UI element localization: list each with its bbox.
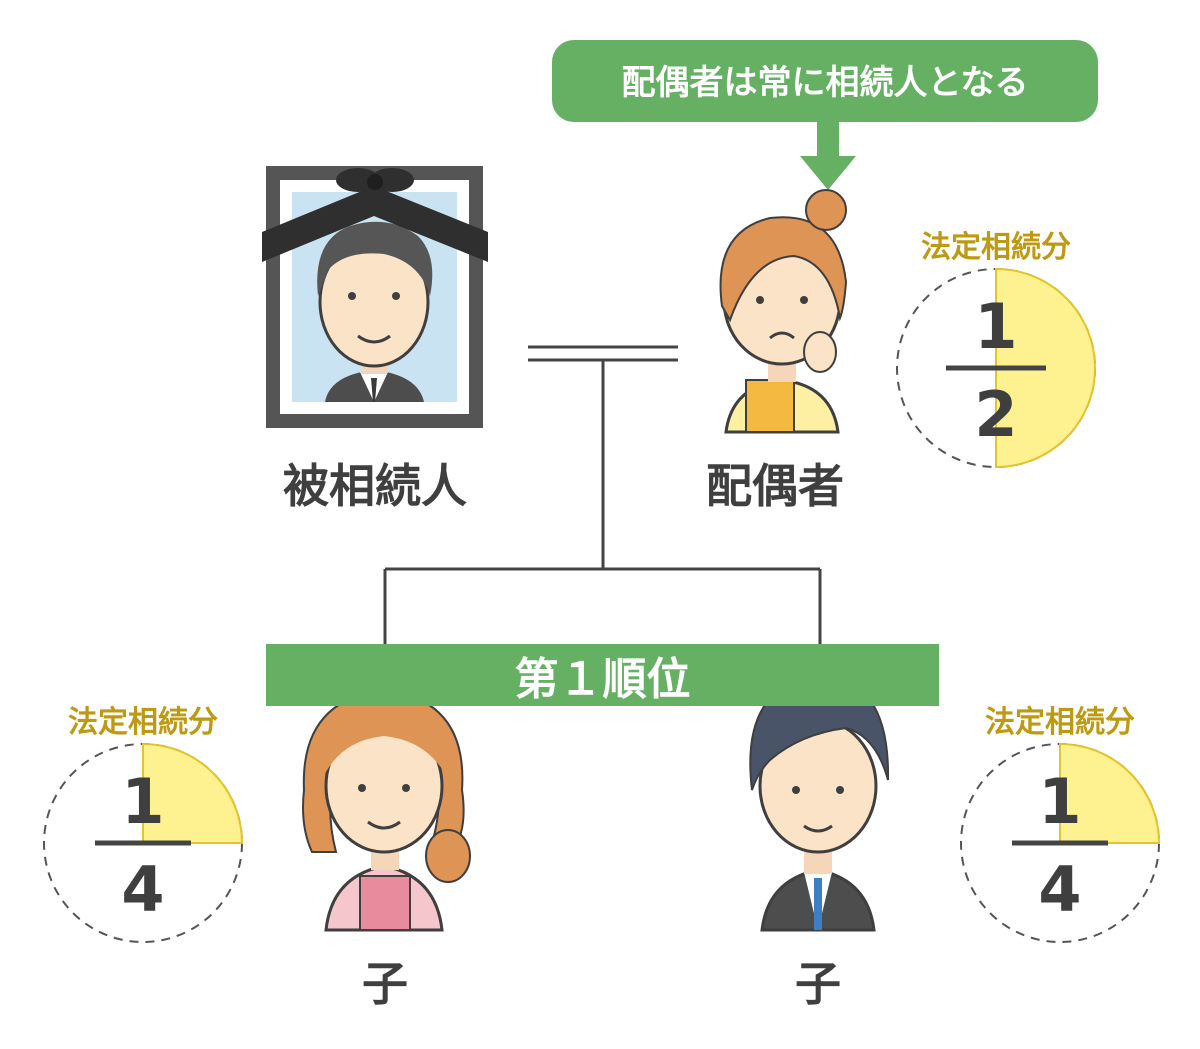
deceased-label: 被相続人 [283,459,467,513]
callout-bubble [552,40,1098,190]
share-numerator-child-left: 1 [121,765,165,838]
child-left-label: 子 [362,957,408,1011]
share-circle-spouse [896,267,1096,469]
share-circle-child-right [960,742,1161,943]
share-wedge-child-left [142,742,244,844]
share-circle-child-left [43,742,244,943]
share-denominator-child-left: 4 [121,853,165,926]
share-denominator-spouse: 2 [974,378,1018,451]
child-right-label: 子 [795,957,841,1011]
share-denominator-child-right: 4 [1038,853,1082,926]
share-title-spouse: 法定相続分 [921,230,1071,265]
callout-text: 配偶者は常に相続人となる [621,63,1029,103]
rank-banner: 第１順位 [266,644,939,706]
share-title-child-left: 法定相続分 [68,705,218,740]
share-numerator-child-right: 1 [1038,765,1082,838]
rank-banner-text: 第１順位 [514,654,691,705]
deceased-portrait [262,166,488,428]
child-left-illustration [302,688,471,932]
spouse-label: 配偶者 [706,459,844,513]
child-right-illustration [749,674,890,932]
share-title-child-right: 法定相続分 [985,705,1135,740]
share-numerator-spouse: 1 [974,290,1018,363]
spouse-illustration [719,189,848,434]
family-tree-lines [383,345,822,645]
share-wedge-child-right [1059,742,1161,844]
